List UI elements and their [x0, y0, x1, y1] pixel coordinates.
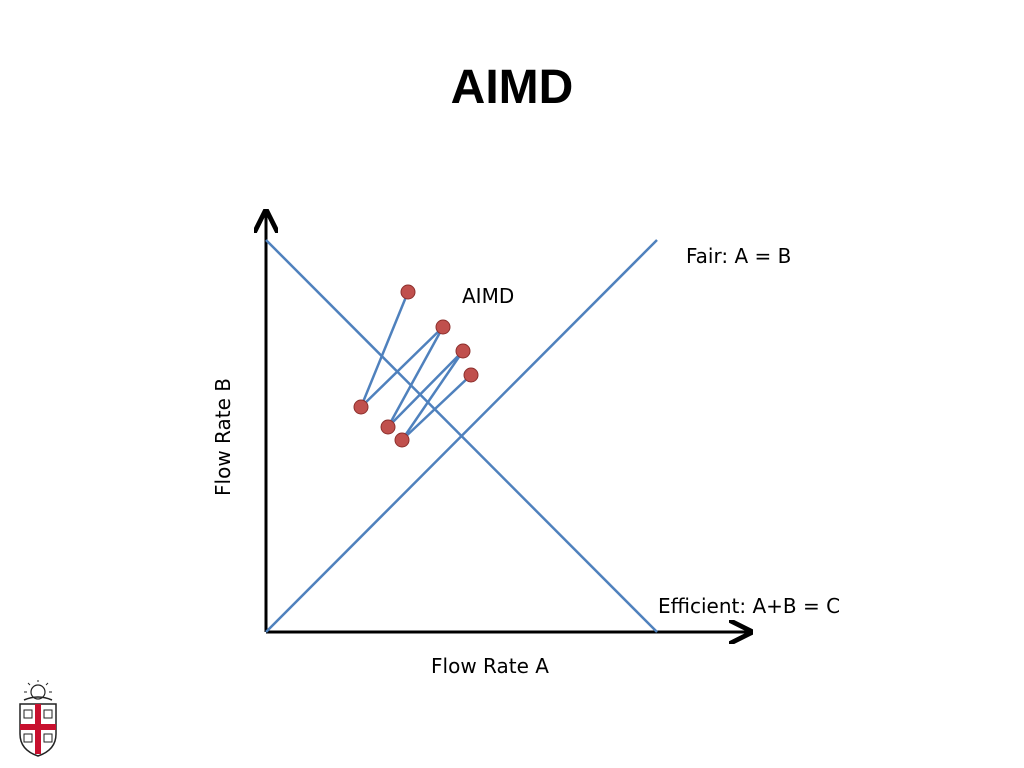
trajectory-point: [455, 343, 471, 359]
fair-line: [265, 239, 658, 633]
trajectory-point: [400, 284, 416, 300]
aimd-points: [353, 284, 479, 448]
trajectory-point: [353, 399, 369, 415]
trajectory-segment: [401, 374, 472, 441]
trajectory-segment: [386, 326, 445, 428]
trajectory-segment: [387, 350, 464, 428]
trajectory-point: [380, 419, 396, 435]
y-axis-label: Flow Rate B: [211, 378, 235, 496]
trajectory-label: AIMD: [462, 284, 514, 308]
efficient-line-label: Efficient: A+B = C: [658, 594, 840, 618]
shield-icon: [19, 703, 57, 757]
trajectory-point: [463, 367, 479, 383]
sun-icon: [23, 680, 53, 701]
slide-title: AIMD: [450, 61, 574, 114]
trajectory-point: [394, 432, 410, 448]
trajectory-segment: [400, 350, 465, 441]
trajectory-point: [435, 319, 451, 335]
trajectory-segment: [360, 326, 444, 408]
fair-line-label: Fair: A = B: [686, 244, 791, 268]
x-axis-label: Flow Rate A: [431, 654, 549, 678]
trajectory-segment: [359, 291, 410, 408]
aimd-trajectory: [359, 291, 472, 441]
university-crest-logo: [19, 680, 57, 757]
